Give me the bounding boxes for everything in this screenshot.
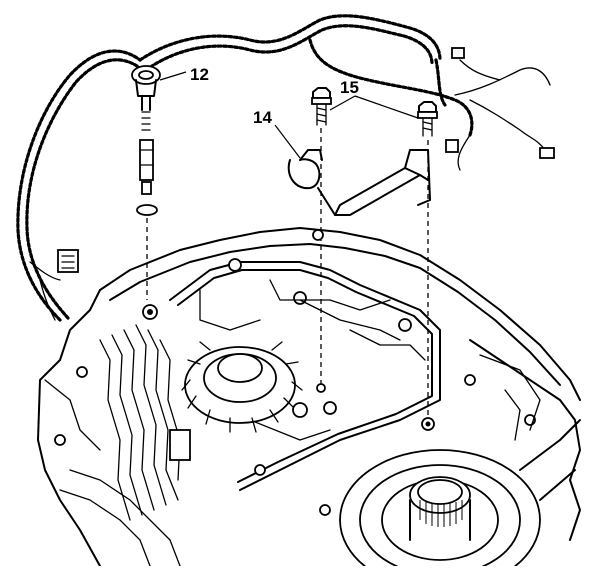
harness-connector-mid [445, 139, 459, 153]
harness-connector-left [57, 249, 79, 273]
callout-15: 15 [340, 78, 359, 97]
oil-pump-gear [181, 341, 337, 433]
harness-connector-right [539, 147, 555, 159]
callout-14: 14 [253, 108, 272, 127]
callout-12: 12 [190, 65, 209, 84]
output-shaft [339, 419, 581, 571]
valve-passages [44, 324, 191, 567]
transaxle-case [37, 227, 581, 567]
case-right-edge [469, 339, 581, 541]
o-ring-seal [136, 204, 158, 216]
harness-connector-top [451, 47, 465, 59]
bracket-clip-14 [274, 124, 431, 216]
bolts-15 [311, 87, 438, 420]
wiring-harness [16, 14, 555, 322]
speed-sensor-12 [131, 65, 187, 300]
